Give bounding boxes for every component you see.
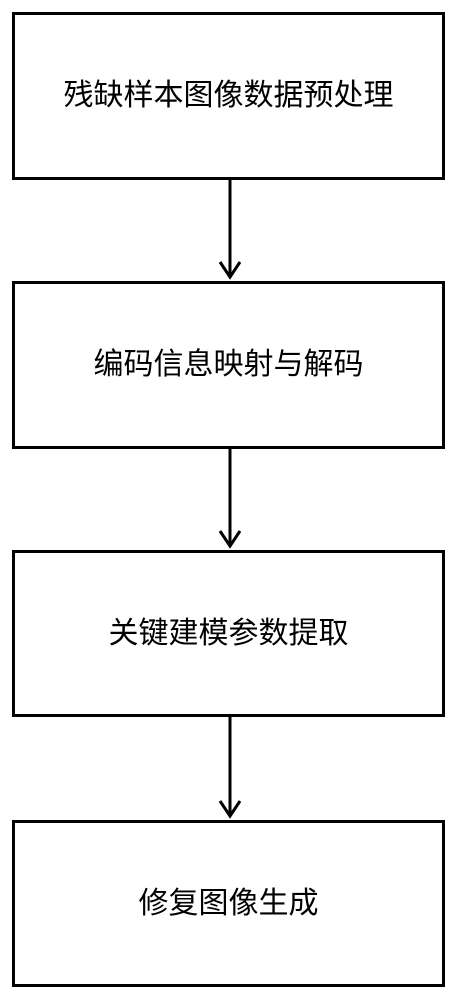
step-label-encode-decode: 编码信息映射与解码: [93, 347, 364, 382]
step-box-param-extract: 关键建模参数提取: [12, 550, 445, 717]
step-label-preprocess: 残缺样本图像数据预处理: [63, 78, 394, 113]
step-box-preprocess: 残缺样本图像数据预处理: [12, 12, 445, 180]
step-box-image-generate: 修复图像生成: [12, 820, 445, 987]
arrow-head-2: [218, 530, 242, 549]
step-label-param-extract: 关键建模参数提取: [108, 615, 349, 651]
step-label-image-generate: 修复图像生成: [138, 885, 319, 921]
step-box-encode-decode: 编码信息映射与解码: [12, 281, 445, 449]
arrow-head-3: [218, 800, 242, 819]
arrow-head-1: [218, 261, 242, 280]
